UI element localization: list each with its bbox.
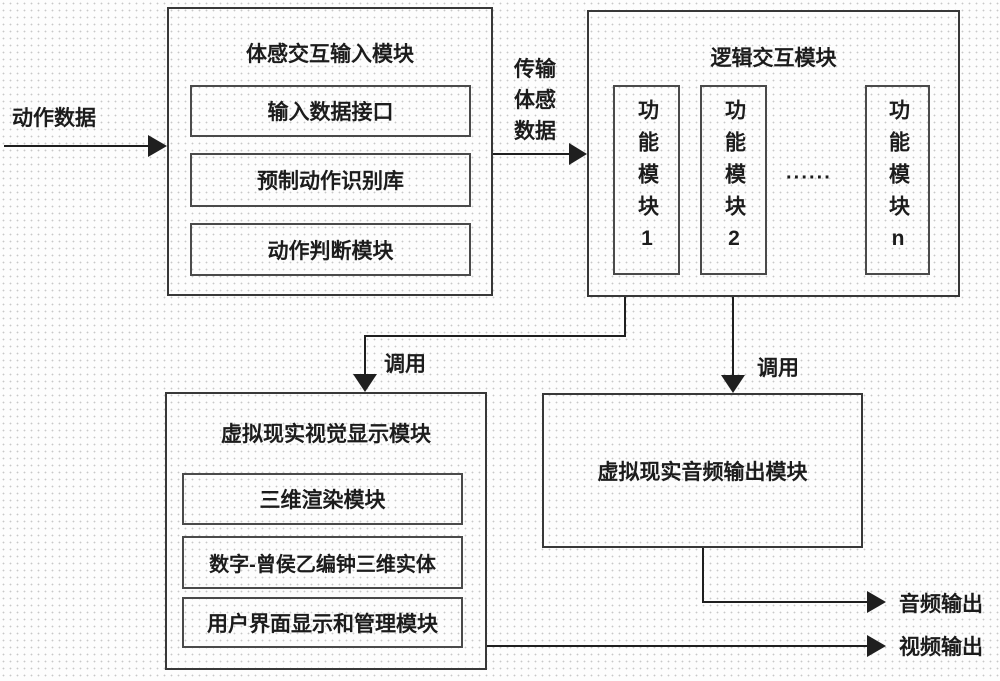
- vr-audio-output-module-title: 虚拟现实音频输出模块: [597, 460, 808, 484]
- logic-interaction-module-title: 逻辑交互模块: [710, 47, 837, 70]
- transfer-arrowhead-icon: [569, 143, 587, 165]
- vr-visual-display-module-title: 虚拟现实视觉显示模块: [221, 423, 431, 446]
- call-visual-arrowhead-icon: [353, 374, 377, 392]
- action-judgment-module-item: 动作判断模块: [190, 223, 471, 276]
- input-data-interface-item: 输入数据接口: [190, 85, 471, 137]
- call-audio-arrowhead-icon: [721, 375, 745, 393]
- audio-output-connector-line: [702, 548, 869, 603]
- preset-action-recognition-library-item: 预制动作识别库: [190, 153, 471, 207]
- ellipsis-label: ······: [786, 167, 832, 189]
- action-data-arrowhead-icon: [148, 135, 167, 157]
- call-label-left: 调用: [384, 353, 426, 376]
- function-module-1-label: 功能模块1: [635, 99, 659, 261]
- function-module-n-item: 功能模块n: [865, 85, 930, 275]
- digital-chime-bells-3d-entity-item: 数字-曾侯乙编钟三维实体: [182, 536, 463, 589]
- vr-visual-display-module-box: 虚拟现实视觉显示模块 三维渲染模块 数字-曾侯乙编钟三维实体 用户界面显示和管理…: [165, 392, 487, 670]
- video-output-arrowhead-icon: [867, 635, 886, 657]
- transfer-somatosensory-data-label: 传输 体感 数据: [514, 58, 556, 143]
- audio-output-arrowhead-icon: [867, 591, 886, 613]
- vr-audio-output-module-box: 虚拟现实音频输出模块: [542, 393, 863, 548]
- function-module-n-label: 功能模块n: [886, 99, 910, 261]
- video-output-label: 视频输出: [899, 636, 983, 659]
- audio-output-label: 音频输出: [899, 593, 983, 616]
- function-module-2-label: 功能模块2: [722, 99, 746, 261]
- logic-interaction-module-box: 逻辑交互模块 功能模块1 功能模块2 ······ 功能模块n: [587, 10, 960, 297]
- function-module-1-item: 功能模块1: [613, 85, 680, 275]
- ui-display-management-module-item: 用户界面显示和管理模块: [182, 597, 463, 648]
- somatosensory-input-module-title: 体感交互输入模块: [246, 43, 414, 66]
- call-visual-connector-line: [364, 297, 626, 377]
- function-module-2-item: 功能模块2: [700, 85, 767, 275]
- call-label-right: 调用: [757, 357, 799, 380]
- 3d-rendering-module-item: 三维渲染模块: [182, 473, 463, 525]
- somatosensory-input-module-box: 体感交互输入模块 输入数据接口 预制动作识别库 动作判断模块: [167, 7, 493, 296]
- action-data-label: 动作数据: [12, 107, 96, 130]
